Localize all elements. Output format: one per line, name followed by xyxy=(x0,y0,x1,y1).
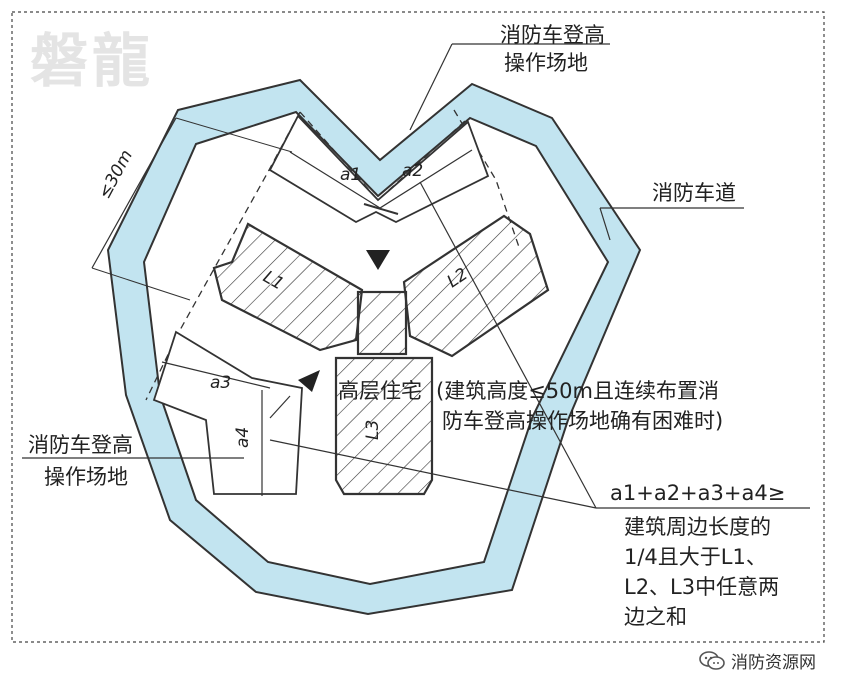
wing-label-l3: L3 xyxy=(363,420,383,440)
leader-fire-lane xyxy=(599,207,611,241)
entrance-marker-top xyxy=(366,250,390,270)
label-fire-lane: 消防车道 xyxy=(652,181,736,205)
top-platform-area xyxy=(268,114,490,224)
dim-tick-top xyxy=(363,203,399,215)
dim-line-a2 xyxy=(379,149,473,209)
dim-label-a2: a2 xyxy=(402,161,423,181)
dim-line-a1 xyxy=(289,151,381,209)
label-left-platform-1: 消防车登高 xyxy=(28,433,133,457)
rule-line-4: L2、L3中任意两 xyxy=(624,575,779,599)
building-note-1: (建筑高度≤50m且连续布置消 xyxy=(436,379,719,403)
dim-line-a3 xyxy=(161,361,271,389)
dim-ext-30m-bottom xyxy=(91,267,191,301)
building-title: 高层住宅 xyxy=(338,379,422,403)
rule-line-1: a1+a2+a3+a4≥ xyxy=(610,481,785,505)
label-top-platform-1: 消防车登高 xyxy=(500,23,605,47)
left-platform-area xyxy=(152,330,303,495)
dim-label-a1: a1 xyxy=(340,165,361,185)
leader-top-platform xyxy=(409,43,453,131)
entrance-marker-left xyxy=(298,370,320,392)
leader-rule-a4 xyxy=(269,439,597,509)
rule-line-3: 1/4且大于L1、 xyxy=(624,545,767,569)
leader-rule-a2 xyxy=(419,181,597,509)
dim-label-a4: a4 xyxy=(233,427,253,448)
dashed-frame xyxy=(11,11,825,643)
wing-l1 xyxy=(212,222,364,352)
rule-line-5: 边之和 xyxy=(624,605,687,629)
watermark-logo: 磐龍 xyxy=(30,27,155,95)
footer-source: 消防资源网 xyxy=(699,648,816,673)
dim-label-30m: ≤30m xyxy=(95,147,137,203)
rule-line-2: 建筑周边长度的 xyxy=(624,515,771,539)
dim-label-a3: a3 xyxy=(210,373,231,393)
label-top-platform-2: 操作场地 xyxy=(504,51,588,75)
building-core xyxy=(356,290,408,356)
wing-l3 xyxy=(334,356,434,496)
dim-tick-a3 xyxy=(269,395,291,419)
dim-ext-30m-top xyxy=(175,117,293,153)
label-left-platform-2: 操作场地 xyxy=(44,465,128,489)
wechat-icon xyxy=(699,650,725,671)
dim-line-30m xyxy=(91,117,177,269)
building-note-2: 防车登高操作场地确有困难时) xyxy=(442,409,723,433)
footer-source-text: 消防资源网 xyxy=(731,653,816,673)
